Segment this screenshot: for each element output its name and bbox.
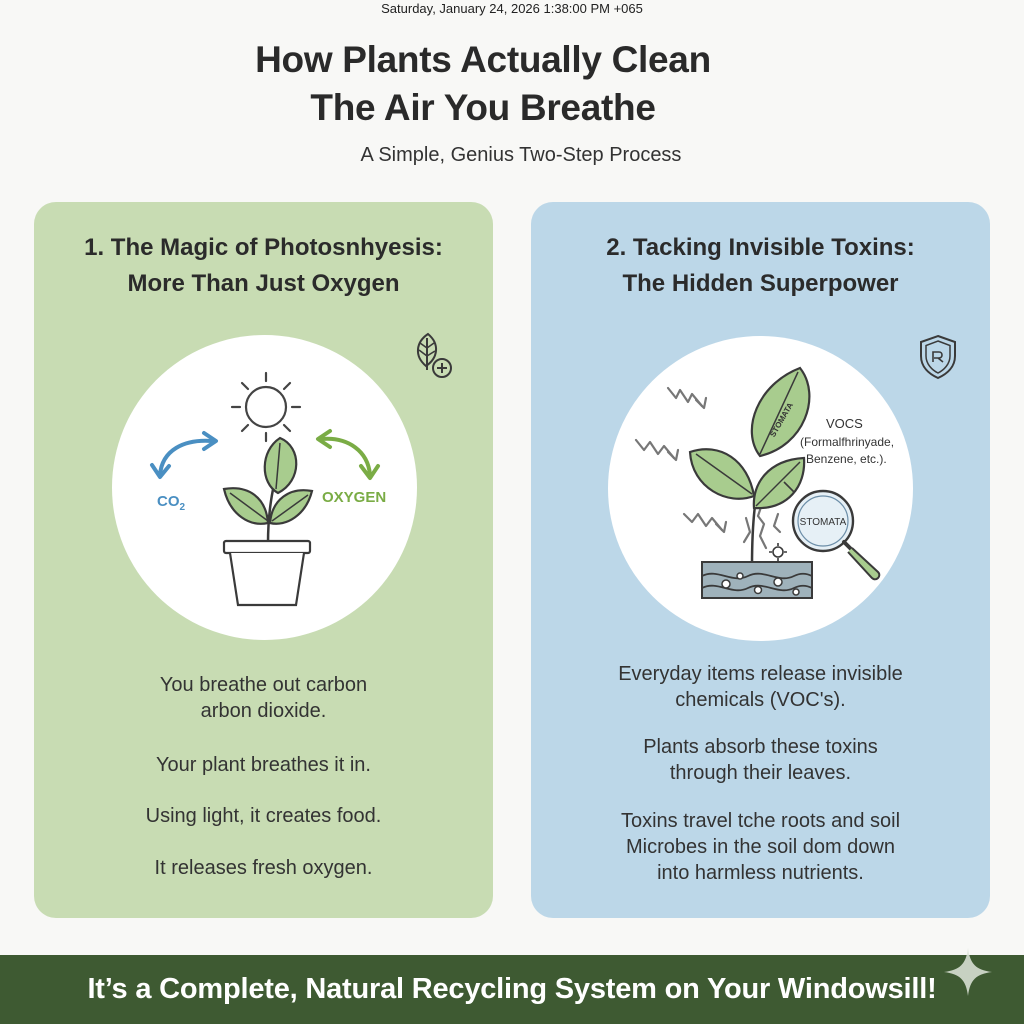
toxins-paragraph-3: Toxins travel tche roots and soil Microb…: [531, 808, 990, 886]
footer-banner: It’s a Complete, Natural Recycling Syste…: [0, 955, 1024, 1024]
text-line: Plants absorb these toxins: [643, 736, 878, 758]
text-line: You breathe out carbon: [159, 674, 368, 696]
text-line: Microbes in the soil dom down: [625, 836, 895, 858]
text-line: into harmless nutrients.: [657, 862, 864, 884]
toxins-panel: 2. Tacking Invisible Toxins: The Hidden …: [531, 202, 990, 918]
photosynthesis-heading-line-2: More Than Just Oxygen: [127, 270, 400, 297]
photosynthesis-heading-line-1: 1. The Magic of Photosnhyesis:: [84, 234, 443, 261]
plant-leaves-icon: STOMATA: [688, 366, 811, 567]
co2-label: CO2: [157, 493, 186, 513]
text-line: Using light, it creates food.: [145, 805, 382, 827]
leaf-plus-icon: [417, 332, 452, 378]
title-line-2: The Air You Breathe: [310, 87, 656, 128]
title-line-1: How Plants Actually Clean: [255, 39, 711, 80]
oxygen-label: OXYGEN: [322, 489, 386, 506]
oxygen-arrow-icon: [320, 436, 372, 477]
toxins-heading: 2. Tacking Invisible Toxins: The Hidden …: [531, 230, 990, 302]
soil-icon: [701, 543, 813, 599]
photosynthesis-illustration: CO2 OXYGEN: [112, 335, 417, 640]
sun-icon: [230, 371, 302, 443]
vocs-detail-line-2: Benzene, etc.).: [806, 452, 887, 466]
potted-plant-icon: [222, 436, 314, 607]
magnifier-icon: STOMATA: [783, 481, 881, 581]
toxins-heading-line-2: The Hidden Superpower: [622, 270, 899, 297]
photosynthesis-paragraph-3: Using light, it creates food.: [34, 803, 493, 829]
photosynthesis-paragraph-2: Your plant breathes it in.: [34, 752, 493, 778]
timestamp: Saturday, January 24, 2026 1:38:00 PM +0…: [381, 1, 643, 16]
text-line: through their leaves.: [669, 762, 852, 784]
text-line: Everyday items release invisible: [618, 663, 903, 685]
page-subtitle: A Simple, Genius Two-Step Process: [360, 144, 682, 166]
text-line: Toxins travel tche roots and soil: [620, 810, 901, 832]
toxin-arrows-icon: [634, 386, 782, 550]
photosynthesis-paragraph-4: It releases fresh oxygen.: [34, 855, 493, 881]
photosynthesis-paragraph-1: You breathe out carbon arbon dioxide.: [34, 672, 493, 724]
vocs-detail-line-1: (Formalfhrinyade,: [800, 435, 894, 449]
sparkle-icon: [944, 948, 992, 996]
toxins-drawing: STOMATA VOCS (Formalfhrinya: [634, 366, 894, 599]
photosynthesis-drawing: CO2 OXYGEN: [150, 371, 386, 607]
photosynthesis-heading: 1. The Magic of Photosnhyesis: More Than…: [34, 230, 493, 302]
vocs-label: VOCS: [826, 416, 863, 431]
toxins-paragraph-1: Everyday items release invisible chemica…: [531, 661, 990, 713]
text-line: It releases fresh oxygen.: [154, 857, 373, 879]
toxins-illustration: STOMATA VOCS (Formalfhrinya: [608, 336, 913, 641]
page-title: How Plants Actually Clean The Air You Br…: [0, 36, 966, 132]
shield-icon: [920, 334, 956, 380]
footer-text: It’s a Complete, Natural Recycling Syste…: [87, 973, 937, 1005]
text-line: arbon dioxide.: [200, 700, 327, 722]
text-line: Your plant breathes it in.: [156, 754, 371, 776]
stomata-lens-label: STOMATA: [800, 517, 847, 528]
toxins-paragraph-2: Plants absorb these toxins through their…: [531, 734, 990, 786]
text-line: chemicals (VOC's).: [675, 689, 846, 711]
toxins-heading-line-1: 2. Tacking Invisible Toxins:: [606, 234, 915, 261]
co2-arrow-icon: [158, 438, 214, 477]
photosynthesis-panel: 1. The Magic of Photosnhyesis: More Than…: [34, 202, 493, 918]
